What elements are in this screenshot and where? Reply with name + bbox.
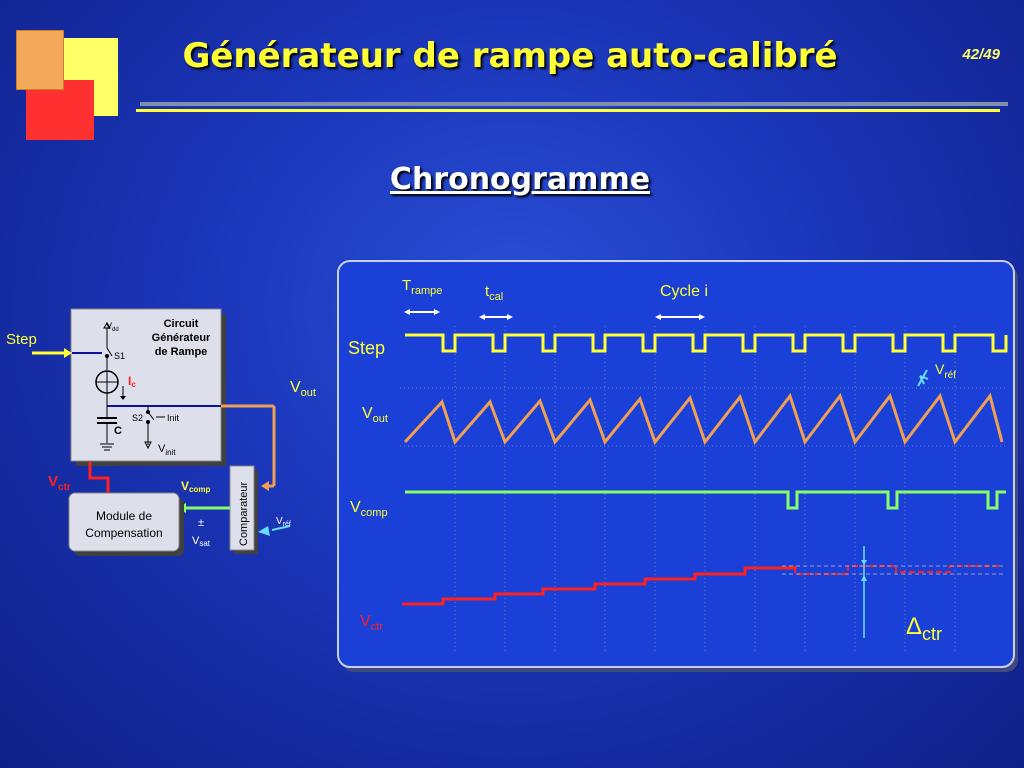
pm-label: ±: [198, 517, 204, 529]
vctr-waveform: [402, 566, 797, 606]
timing-panel: [337, 260, 1015, 668]
circuit-diagram: Circuit Générateur de Rampe Vdd S1 Ic C …: [6, 308, 316, 556]
vref-input-label: Vréf: [276, 516, 291, 528]
title-rule: [136, 109, 1000, 112]
slide-title: Générateur de rampe auto-calibré: [182, 36, 838, 76]
trampe-label: Trampe: [402, 277, 442, 297]
s2-label: S2: [132, 413, 143, 423]
tcal-label: tcal: [485, 283, 503, 303]
cap-label: C: [114, 425, 122, 437]
slide-number: 42/49: [962, 46, 1000, 63]
vref-arrow: [258, 526, 270, 536]
timing-diagram: Trampe tcal Cycle i Step Vout Vcomp Vctr…: [337, 260, 1018, 672]
switch-s2: [147, 411, 155, 421]
vout-signal-label: Vout: [362, 405, 388, 425]
vsat-label: Vsat: [192, 535, 211, 548]
vctr-signal-label: Vctr: [360, 613, 383, 633]
logo-red-square: [26, 80, 94, 140]
vinit-label: Vinit: [158, 443, 176, 457]
vctr-label: Vctr: [48, 473, 71, 493]
step-waveform: [405, 333, 1008, 353]
vout-waveform: [403, 392, 1004, 446]
section-subtitle: Chronogramme: [389, 162, 651, 197]
generator-title-2: Générateur: [152, 332, 211, 344]
title-rule-shadow: [140, 102, 1008, 106]
vout-label: Vout: [290, 379, 316, 399]
cycle-label: Cycle i: [660, 283, 708, 300]
ic-label: Ic: [128, 374, 136, 389]
comparator-label: Comparateur: [238, 481, 250, 546]
s1-label: S1: [114, 351, 125, 361]
step-arrow: [64, 348, 72, 358]
compensation-module: [68, 492, 180, 552]
module-title-2: Compensation: [85, 526, 162, 540]
generator-title-1: Circuit: [164, 318, 199, 330]
step-input-label: Step: [6, 331, 37, 348]
vcomp-signal-label: Vcomp: [350, 499, 388, 519]
vctr-wire: [88, 462, 110, 493]
grid-lines: [400, 326, 1006, 651]
vcomp-waveform: [405, 490, 1006, 510]
delta-label: Δctr: [906, 613, 942, 644]
vctr-dither: [794, 565, 1002, 575]
module-title-1: Module de: [96, 509, 152, 523]
init-label: Init: [167, 413, 180, 423]
vcomp-label: Vcomp: [181, 479, 210, 494]
step-signal-label: Step: [348, 338, 385, 358]
comparator-block: [229, 465, 255, 551]
vref-signal-label: Vréf: [935, 361, 956, 381]
switch-s1: [106, 347, 113, 357]
generator-title-3: de Rampe: [155, 346, 208, 358]
logo-orange-square: [16, 30, 64, 90]
